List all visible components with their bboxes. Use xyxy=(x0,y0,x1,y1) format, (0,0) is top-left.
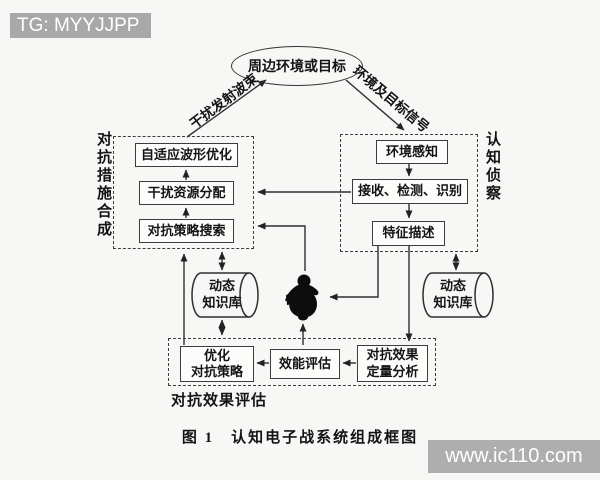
box-line: 特征描述 xyxy=(382,225,435,241)
knowledge-base-left-label: 动态 知识库 xyxy=(194,276,250,314)
database-cylinder-icon xyxy=(191,272,259,318)
group-countermeasure-synthesis xyxy=(113,136,254,249)
box-jamming-resource-allocation: 干扰资源分配 xyxy=(139,181,234,205)
kb-line: 知识库 xyxy=(433,295,473,310)
group-effect-evaluation xyxy=(168,338,436,386)
watermark-url: www.ic110.com xyxy=(428,440,600,473)
box-line: 自适应波形优化 xyxy=(140,146,232,162)
figure-caption: 图 1 认知电子战系统组成框图 xyxy=(181,430,419,446)
box-line: 定量分析 xyxy=(366,363,419,379)
ellipse-label: 周边环境或目标 xyxy=(248,60,346,75)
environment-target-ellipse: 周边环境或目标 xyxy=(231,46,363,86)
box-line: 接收、检测、识别 xyxy=(357,183,462,199)
box-receive-detect-identify: 接收、检测、识别 xyxy=(352,179,468,204)
box-environment-sensing: 环境感知 xyxy=(376,140,448,164)
arrow-target-signal xyxy=(345,79,405,131)
group-label-cognitive-reconnaissance: 认知侦察 xyxy=(484,131,500,203)
group-cognitive-reconnaissance xyxy=(340,134,478,252)
box-line: 优化 xyxy=(203,347,230,363)
box-feature-description: 特征描述 xyxy=(372,221,445,246)
box-quantitative-effect-analysis: 对抗效果 定量分析 xyxy=(357,345,428,382)
box-line: 对抗策略 xyxy=(190,364,243,379)
kb-line: 动态 xyxy=(439,278,466,294)
flow-arrows xyxy=(180,79,460,367)
box-countermeasure-strategy-search: 对抗策略搜索 xyxy=(139,219,234,243)
operator-silhouette-icon xyxy=(285,274,319,321)
knowledge-base-right-label: 动态 知识库 xyxy=(425,276,481,314)
box-line: 环境感知 xyxy=(385,143,438,159)
arrow-jamming-beam xyxy=(186,79,267,138)
group-label-effect-evaluation: 对抗效果评估 xyxy=(171,393,268,409)
box-optimize-countermeasure-strategy: 优化 对抗策略 xyxy=(180,346,254,382)
database-cylinder-icon xyxy=(422,272,494,318)
box-line: 对抗效果 xyxy=(366,347,419,363)
arrow-operator-to-strategy xyxy=(257,222,306,271)
box-effectiveness-evaluation: 效能评估 xyxy=(270,349,340,379)
kb-line: 知识库 xyxy=(202,295,242,310)
group-label-countermeasure-synthesis: 对抗措施合成 xyxy=(95,131,111,239)
box-line: 干扰资源分配 xyxy=(147,184,226,200)
tag-badge: TG: MYYJJPP xyxy=(10,13,151,38)
knowledge-base-cylinders xyxy=(191,272,494,318)
arrow-feature-to-operator xyxy=(329,246,379,301)
box-line: 效能评估 xyxy=(278,355,331,371)
kb-line: 动态 xyxy=(208,278,235,294)
box-adaptive-waveform-optimization: 自适应波形优化 xyxy=(135,143,238,167)
box-line: 对抗策略搜索 xyxy=(147,222,226,238)
